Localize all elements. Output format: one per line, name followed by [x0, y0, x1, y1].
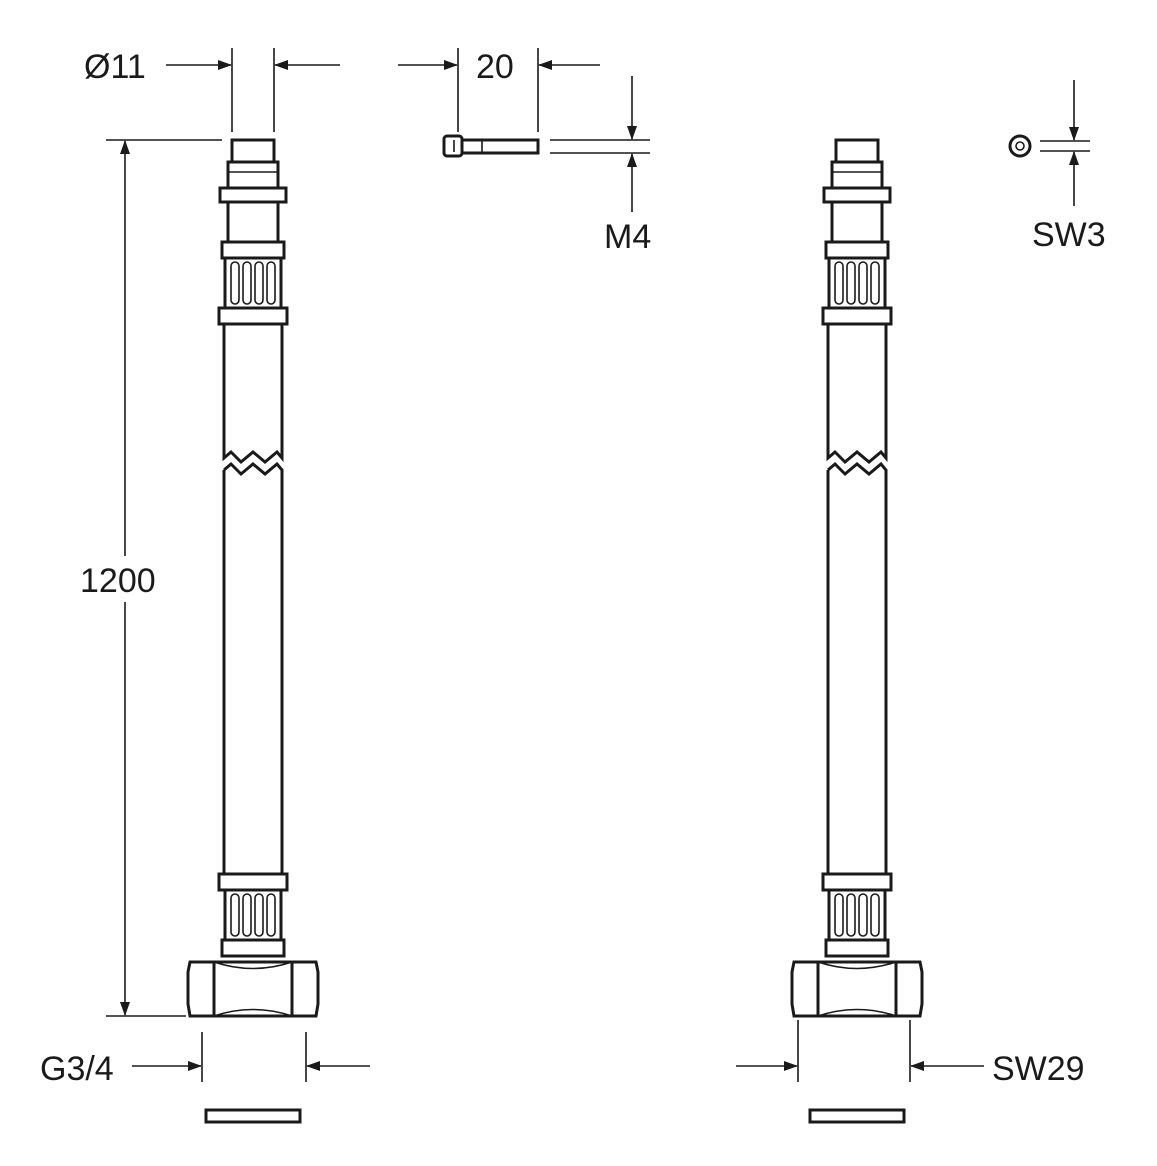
- hose-assembly-left: [186, 138, 320, 1124]
- screw-length-dimension: [398, 48, 600, 132]
- thread-label: M4: [604, 218, 651, 256]
- connection-dimension: [132, 1032, 370, 1082]
- thread-dimension: [550, 76, 650, 212]
- set-screw: [442, 134, 540, 158]
- connection-label: G3/4: [40, 1050, 114, 1088]
- hose-assembly-right: [790, 138, 924, 1124]
- screw-length-label: 20: [476, 48, 514, 86]
- hex-key-icon: [1008, 80, 1090, 206]
- nut-size-dimension: [736, 1020, 984, 1082]
- diameter-label: Ø11: [84, 48, 146, 86]
- diameter-dimension: [166, 48, 340, 132]
- hose-length-dimension: [106, 139, 222, 1017]
- nut-size-label: SW29: [992, 1050, 1085, 1088]
- hex-key-label: SW3: [1032, 216, 1106, 254]
- hose-length-label: 1200: [80, 562, 156, 600]
